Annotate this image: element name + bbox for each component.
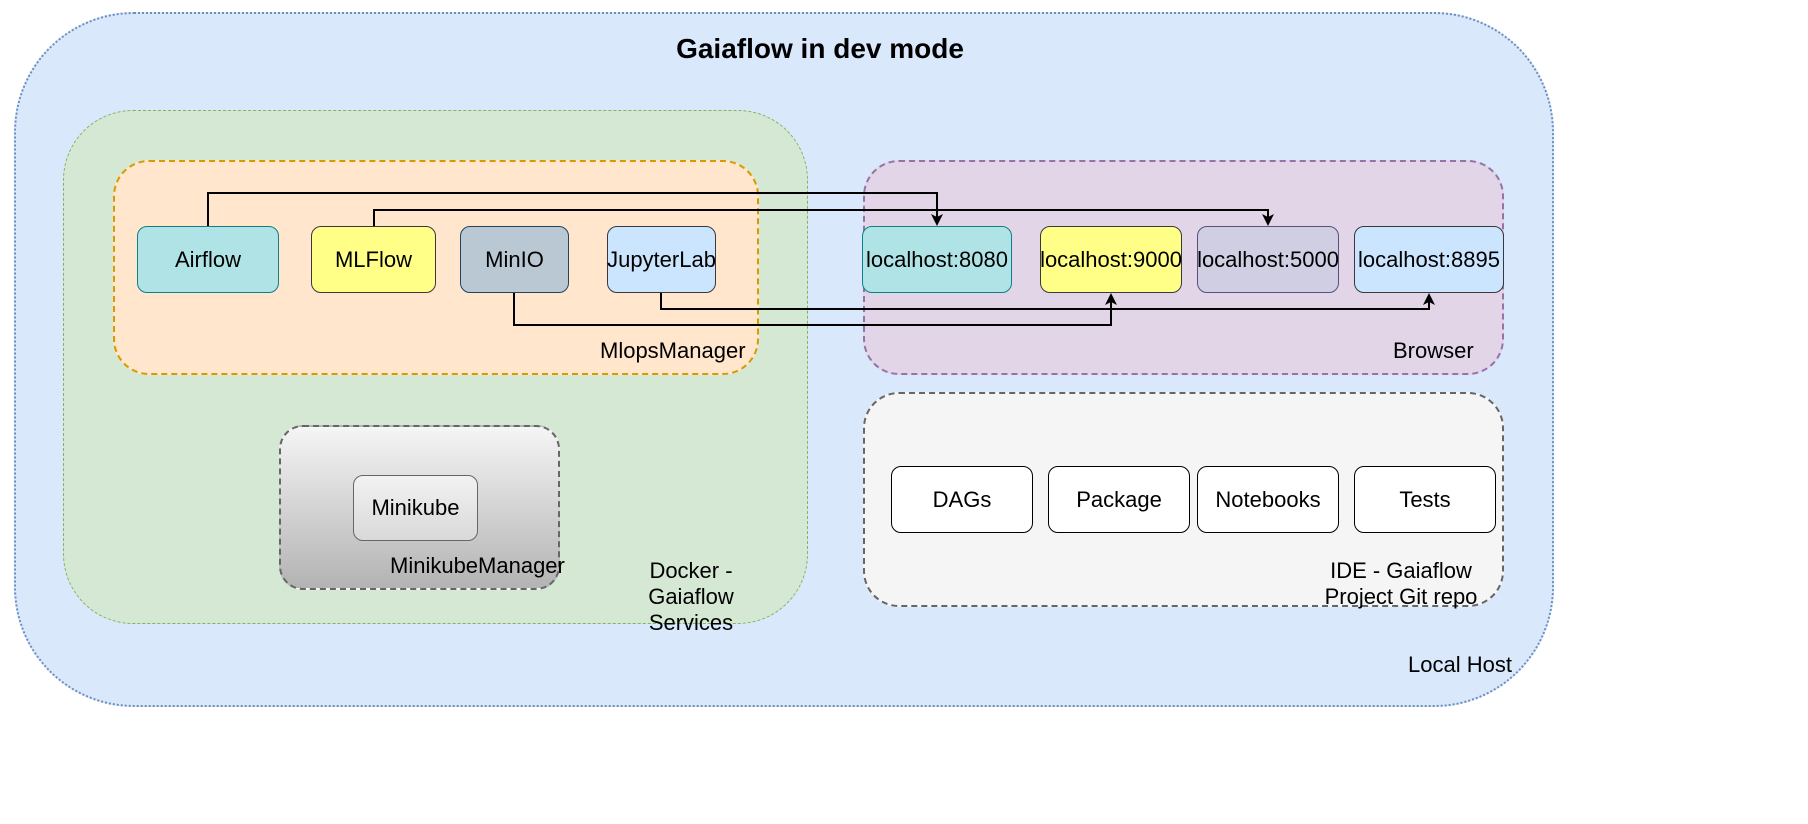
minikube-manager-label: MinikubeManager bbox=[390, 553, 565, 578]
browser-label: Browser bbox=[1393, 338, 1474, 363]
ide-item-package[interactable]: Package bbox=[1048, 466, 1190, 533]
browser-tab-5000[interactable]: localhost:5000 bbox=[1197, 226, 1339, 293]
ide-label: IDE - Gaiaflow Project Git repo bbox=[1324, 558, 1478, 609]
connector-jupyterlab-8895 bbox=[660, 293, 1435, 310]
ide-item-notebooks[interactable]: Notebooks bbox=[1197, 466, 1339, 533]
connector-airflow-8080 bbox=[207, 192, 943, 226]
ide-item-dags[interactable]: DAGs bbox=[891, 466, 1033, 533]
browser-tab-8080[interactable]: localhost:8080 bbox=[862, 226, 1012, 293]
browser-tab-8895[interactable]: localhost:8895 bbox=[1354, 226, 1504, 293]
airflow-node[interactable]: Airflow bbox=[137, 226, 279, 293]
minikube-node[interactable]: Minikube bbox=[353, 475, 478, 541]
docker-label: Docker - Gaiaflow Services bbox=[648, 558, 734, 635]
mlflow-node[interactable]: MLFlow bbox=[311, 226, 436, 293]
connector-mlflow-5000 bbox=[373, 209, 1274, 226]
browser-tab-9000[interactable]: localhost:9000 bbox=[1040, 226, 1182, 293]
jupyterlab-node[interactable]: JupyterLab bbox=[607, 226, 716, 293]
diagram-title: Gaiaflow in dev mode bbox=[676, 33, 964, 64]
local-host-label: Local Host bbox=[1408, 652, 1512, 677]
minio-node[interactable]: MinIO bbox=[460, 226, 569, 293]
ide-item-tests[interactable]: Tests bbox=[1354, 466, 1496, 533]
mlops-manager-label: MlopsManager bbox=[600, 338, 746, 363]
